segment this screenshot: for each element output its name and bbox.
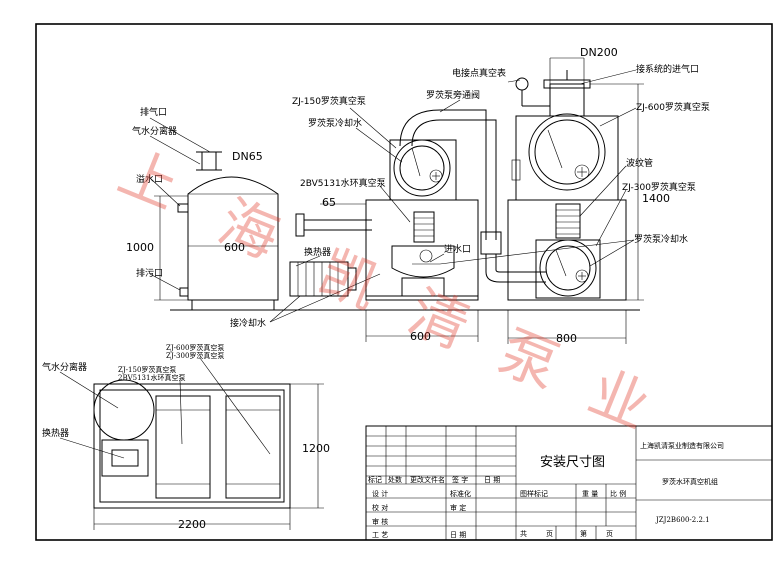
zj600-pump: [515, 70, 619, 201]
right-bellows: [555, 203, 581, 239]
dim-65: 65: [322, 196, 336, 209]
tb-date: 日 期: [484, 476, 500, 484]
tb-total: 共: [520, 529, 527, 538]
label-dn200: DN200: [580, 46, 618, 59]
label-water-inlet: 进水口: [444, 243, 471, 255]
label-separator: 气水分离器: [132, 125, 177, 137]
middle-bellows: [413, 211, 435, 243]
tb-mark: 标记: [368, 475, 382, 484]
tb-product: 罗茨水环真空机组: [662, 477, 718, 486]
plan-view: [59, 357, 324, 530]
label-roots-cooling-water-right: 罗茨泵冷却水: [634, 233, 688, 245]
label-cooling-water-connect: 接冷却水: [230, 317, 266, 329]
label-roots-cooling-water-left: 罗茨泵冷却水: [308, 117, 362, 129]
tb-process: 工 艺: [372, 531, 388, 539]
label-gauge: 电接点真空表: [452, 67, 506, 79]
zbv-pump: [391, 245, 455, 297]
tb-company: 上海凯清泵业制造有限公司: [640, 441, 724, 450]
label-drain-port: 排污口: [136, 267, 163, 279]
label-overflow-port: 溢水口: [136, 173, 163, 185]
title-block: [365, 425, 773, 541]
label-zj600-pump: ZJ-600罗茨真空泵: [636, 101, 710, 113]
label-bypass-valve: 罗茨泵旁通阀: [426, 89, 480, 101]
connecting-pipes: [295, 213, 372, 237]
tb-date2: 日 期: [450, 531, 466, 539]
label-zj150-pump: ZJ-150罗茨真空泵: [292, 95, 366, 107]
dim-1200: 1200: [302, 442, 330, 455]
bellows-pipe: [511, 159, 521, 181]
tb-signature: 签 字: [452, 475, 468, 484]
leader-lines: [149, 69, 637, 323]
tb-drawing-title: 安装尺寸图: [540, 455, 605, 470]
tb-design: 设 计: [372, 489, 388, 498]
watermark-char: 上: [109, 137, 188, 222]
dimension-text: 1000 600 65 600 800 1400 1200 2200: [126, 192, 670, 531]
label-exhaust-port: 排气口: [140, 106, 167, 118]
label-plan-zbv: 2BV5131水环真空泵: [118, 373, 185, 382]
dim-600-top: 600: [224, 241, 245, 254]
label-zj300-pump: ZJ-300罗茨真空泵: [622, 181, 696, 193]
dim-600-mid: 600: [410, 330, 431, 343]
label-plan-zj300: ZJ-300罗茨真空泵: [166, 351, 224, 360]
tb-page: 页: [606, 530, 613, 538]
heat-exchanger: [289, 261, 357, 297]
label-system-inlet: 接系统的进气口: [636, 63, 699, 75]
tb-change-doc: 更改文件名: [410, 475, 445, 484]
label-bellows: 波纹管: [626, 157, 653, 169]
label-plan-heat-exchanger: 换热器: [42, 427, 69, 439]
dim-800: 800: [556, 332, 577, 345]
dim-2200: 2200: [178, 518, 206, 531]
label-plan-zj150: ZJ-150罗茨真空泵: [118, 365, 176, 374]
label-zbv-pump: 2BV5131水环真空泵: [300, 177, 386, 189]
drawing-border: [35, 23, 773, 541]
label-plan-separator: 气水分离器: [42, 361, 87, 373]
tb-count: 处数: [388, 475, 402, 484]
tb-review: 审 核: [372, 517, 388, 526]
watermark-char: 业: [579, 357, 658, 442]
label-heat-exchanger: 换热器: [304, 246, 331, 258]
bypass-pipe: [399, 109, 546, 283]
watermark-char: 清: [399, 277, 478, 362]
tb-sheet: 页: [546, 530, 553, 538]
label-dn65: DN65: [232, 150, 263, 163]
watermark-char: 海: [209, 187, 288, 272]
right-frame: [507, 199, 627, 301]
dim-1400: 1400: [642, 192, 670, 205]
separator-tank: [177, 151, 279, 310]
title-block-text: 上海凯清泵业制造有限公司 安装尺寸图 罗茨水环真空机组 JZJ2B600-2.2…: [368, 441, 724, 539]
dim-1000: 1000: [126, 241, 154, 254]
dimension-lines: [154, 57, 644, 344]
tb-scale: 比 例: [610, 489, 626, 498]
labels: 排气口 气水分离器 DN65 溢水口 排污口 接冷却水 换热器 ZJ-150罗茨…: [42, 46, 710, 439]
tb-approve: 审 定: [450, 503, 466, 512]
tb-weight: 重 量: [582, 490, 598, 498]
tb-check: 校 对: [372, 503, 388, 512]
tb-drawing-no: JZJ2B600-2.2.1: [655, 516, 710, 524]
watermark-char: 泵: [489, 317, 568, 402]
tb-stage-mark: 图样标记: [520, 489, 548, 498]
zj300-pump: [535, 239, 601, 299]
tb-no: 第: [580, 529, 587, 538]
zj150-pump: [389, 139, 457, 201]
label-plan-zj600: ZJ-600罗茨真空泵: [166, 343, 224, 352]
tb-standardize: 标准化: [450, 489, 471, 498]
